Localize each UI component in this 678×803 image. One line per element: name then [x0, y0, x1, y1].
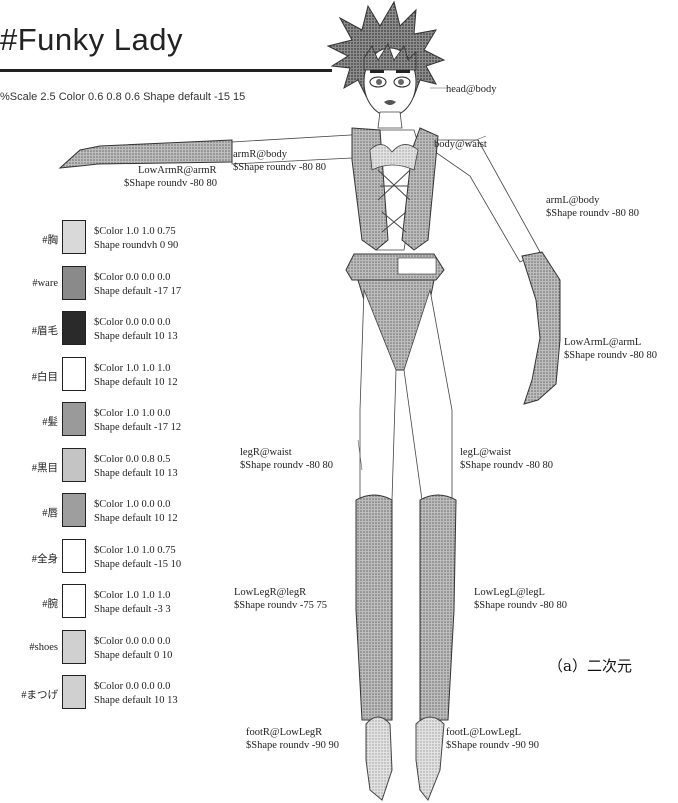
legend-name: #ware: [32, 278, 58, 289]
legend-name: #胸: [42, 232, 58, 247]
legend-swatch: [62, 357, 86, 391]
legend-swatch: [62, 630, 86, 664]
legend-desc-line2: Shape default -3 3: [94, 603, 171, 617]
legend-swatch: [62, 311, 86, 345]
pupil-left: [376, 79, 382, 85]
label-lowArmL: LowArmL@armL$Shape roundv -80 80: [564, 336, 657, 362]
legend-swatch: [62, 584, 86, 618]
legend-desc-line2: Shape default -17 17: [94, 285, 181, 299]
label-armR: armR@body$Shape roundv -80 80: [233, 148, 326, 174]
legend-desc-line2: Shape default 10 13: [94, 330, 178, 344]
label-footR: footR@LowLegR$Shape roundv -90 90: [246, 726, 339, 752]
legend-name: #白目: [32, 369, 58, 384]
legend-name: #腕: [42, 596, 58, 611]
legend-desc-line1: $Color 1.0 1.0 0.75: [94, 544, 181, 558]
legend-desc-line2: Shape default -15 10: [94, 558, 181, 572]
legend-name: #唇: [42, 505, 58, 520]
arm-left-lower: [522, 252, 560, 404]
label-body: body@waist: [434, 138, 487, 151]
legend-name: #shoes: [29, 642, 58, 653]
label-waist: waist: [401, 259, 426, 272]
legend-desc-line2: Shape default -17 12: [94, 421, 181, 435]
foot-right: [366, 717, 392, 800]
legend-name: #黒目: [32, 460, 58, 475]
legend-name: #まつげ: [21, 687, 58, 702]
legend-swatch: [62, 675, 86, 709]
label-armL: armL@body$Shape roundv -80 80: [546, 194, 639, 220]
legend-swatch: [62, 493, 86, 527]
legend-desc-line1: $Color 1.0 0.0 0.0: [94, 498, 178, 512]
legend-desc-line1: $Color 0.0 0.8 0.5: [94, 453, 178, 467]
legend-swatch: [62, 402, 86, 436]
legend-name: #髪: [42, 414, 58, 429]
caption: （a）二次元: [548, 655, 632, 676]
eyebrow-left: [370, 70, 384, 73]
label-lowArmR: LowArmR@armR$Shape roundv -80 80: [124, 164, 217, 190]
legend-desc-line1: $Color 0.0 0.0 0.0: [94, 316, 178, 330]
legend-desc-line2: Shape default 0 10: [94, 649, 172, 663]
legend-desc-line1: $Color 0.0 0.0 0.0: [94, 635, 172, 649]
legend-desc-line1: $Color 1.0 1.0 1.0: [94, 589, 171, 603]
label-legR: legR@waist$Shape roundv -80 80: [240, 446, 333, 472]
label-footL: footL@LowLegL$Shape roundv -90 90: [446, 726, 539, 752]
legend-name: #全身: [32, 551, 58, 566]
label-legL: legL@waist$Shape roundv -80 80: [460, 446, 553, 472]
legend-desc-line2: Shape default 10 12: [94, 376, 178, 390]
legend-swatch: [62, 220, 86, 254]
label-lowLegL: LowLegL@legL$Shape roundv -80 80: [474, 586, 567, 612]
legend-desc-line2: Shape roundvh 0 90: [94, 239, 178, 253]
legend-desc-line1: $Color 1.0 1.0 0.0: [94, 407, 181, 421]
neck-shape: [378, 112, 402, 128]
foot-left: [416, 717, 444, 800]
legend-desc-line1: $Color 1.0 1.0 1.0: [94, 362, 178, 376]
label-lowLegR: LowLegR@legR$Shape roundv -75 75: [234, 586, 327, 612]
legend-name: #眉毛: [32, 323, 58, 338]
legend-swatch: [62, 266, 86, 300]
legend-swatch: [62, 539, 86, 573]
legend-desc-line2: Shape default 10 13: [94, 467, 178, 481]
leg-right-lower: [356, 495, 392, 720]
legend-desc-line1: $Color 0.0 0.0 0.0: [94, 271, 181, 285]
legend-desc-line1: $Color 1.0 1.0 0.75: [94, 225, 178, 239]
pupil-right: [398, 79, 404, 85]
legend-desc-line1: $Color 0.0 0.0 0.0: [94, 680, 178, 694]
label-head: head@body: [446, 83, 497, 96]
legend-desc-line2: Shape default 10 13: [94, 694, 178, 708]
legend-desc-line2: Shape default 10 12: [94, 512, 178, 526]
legend-swatch: [62, 448, 86, 482]
leg-left-lower: [420, 495, 456, 720]
eyebrow-right: [396, 70, 410, 73]
